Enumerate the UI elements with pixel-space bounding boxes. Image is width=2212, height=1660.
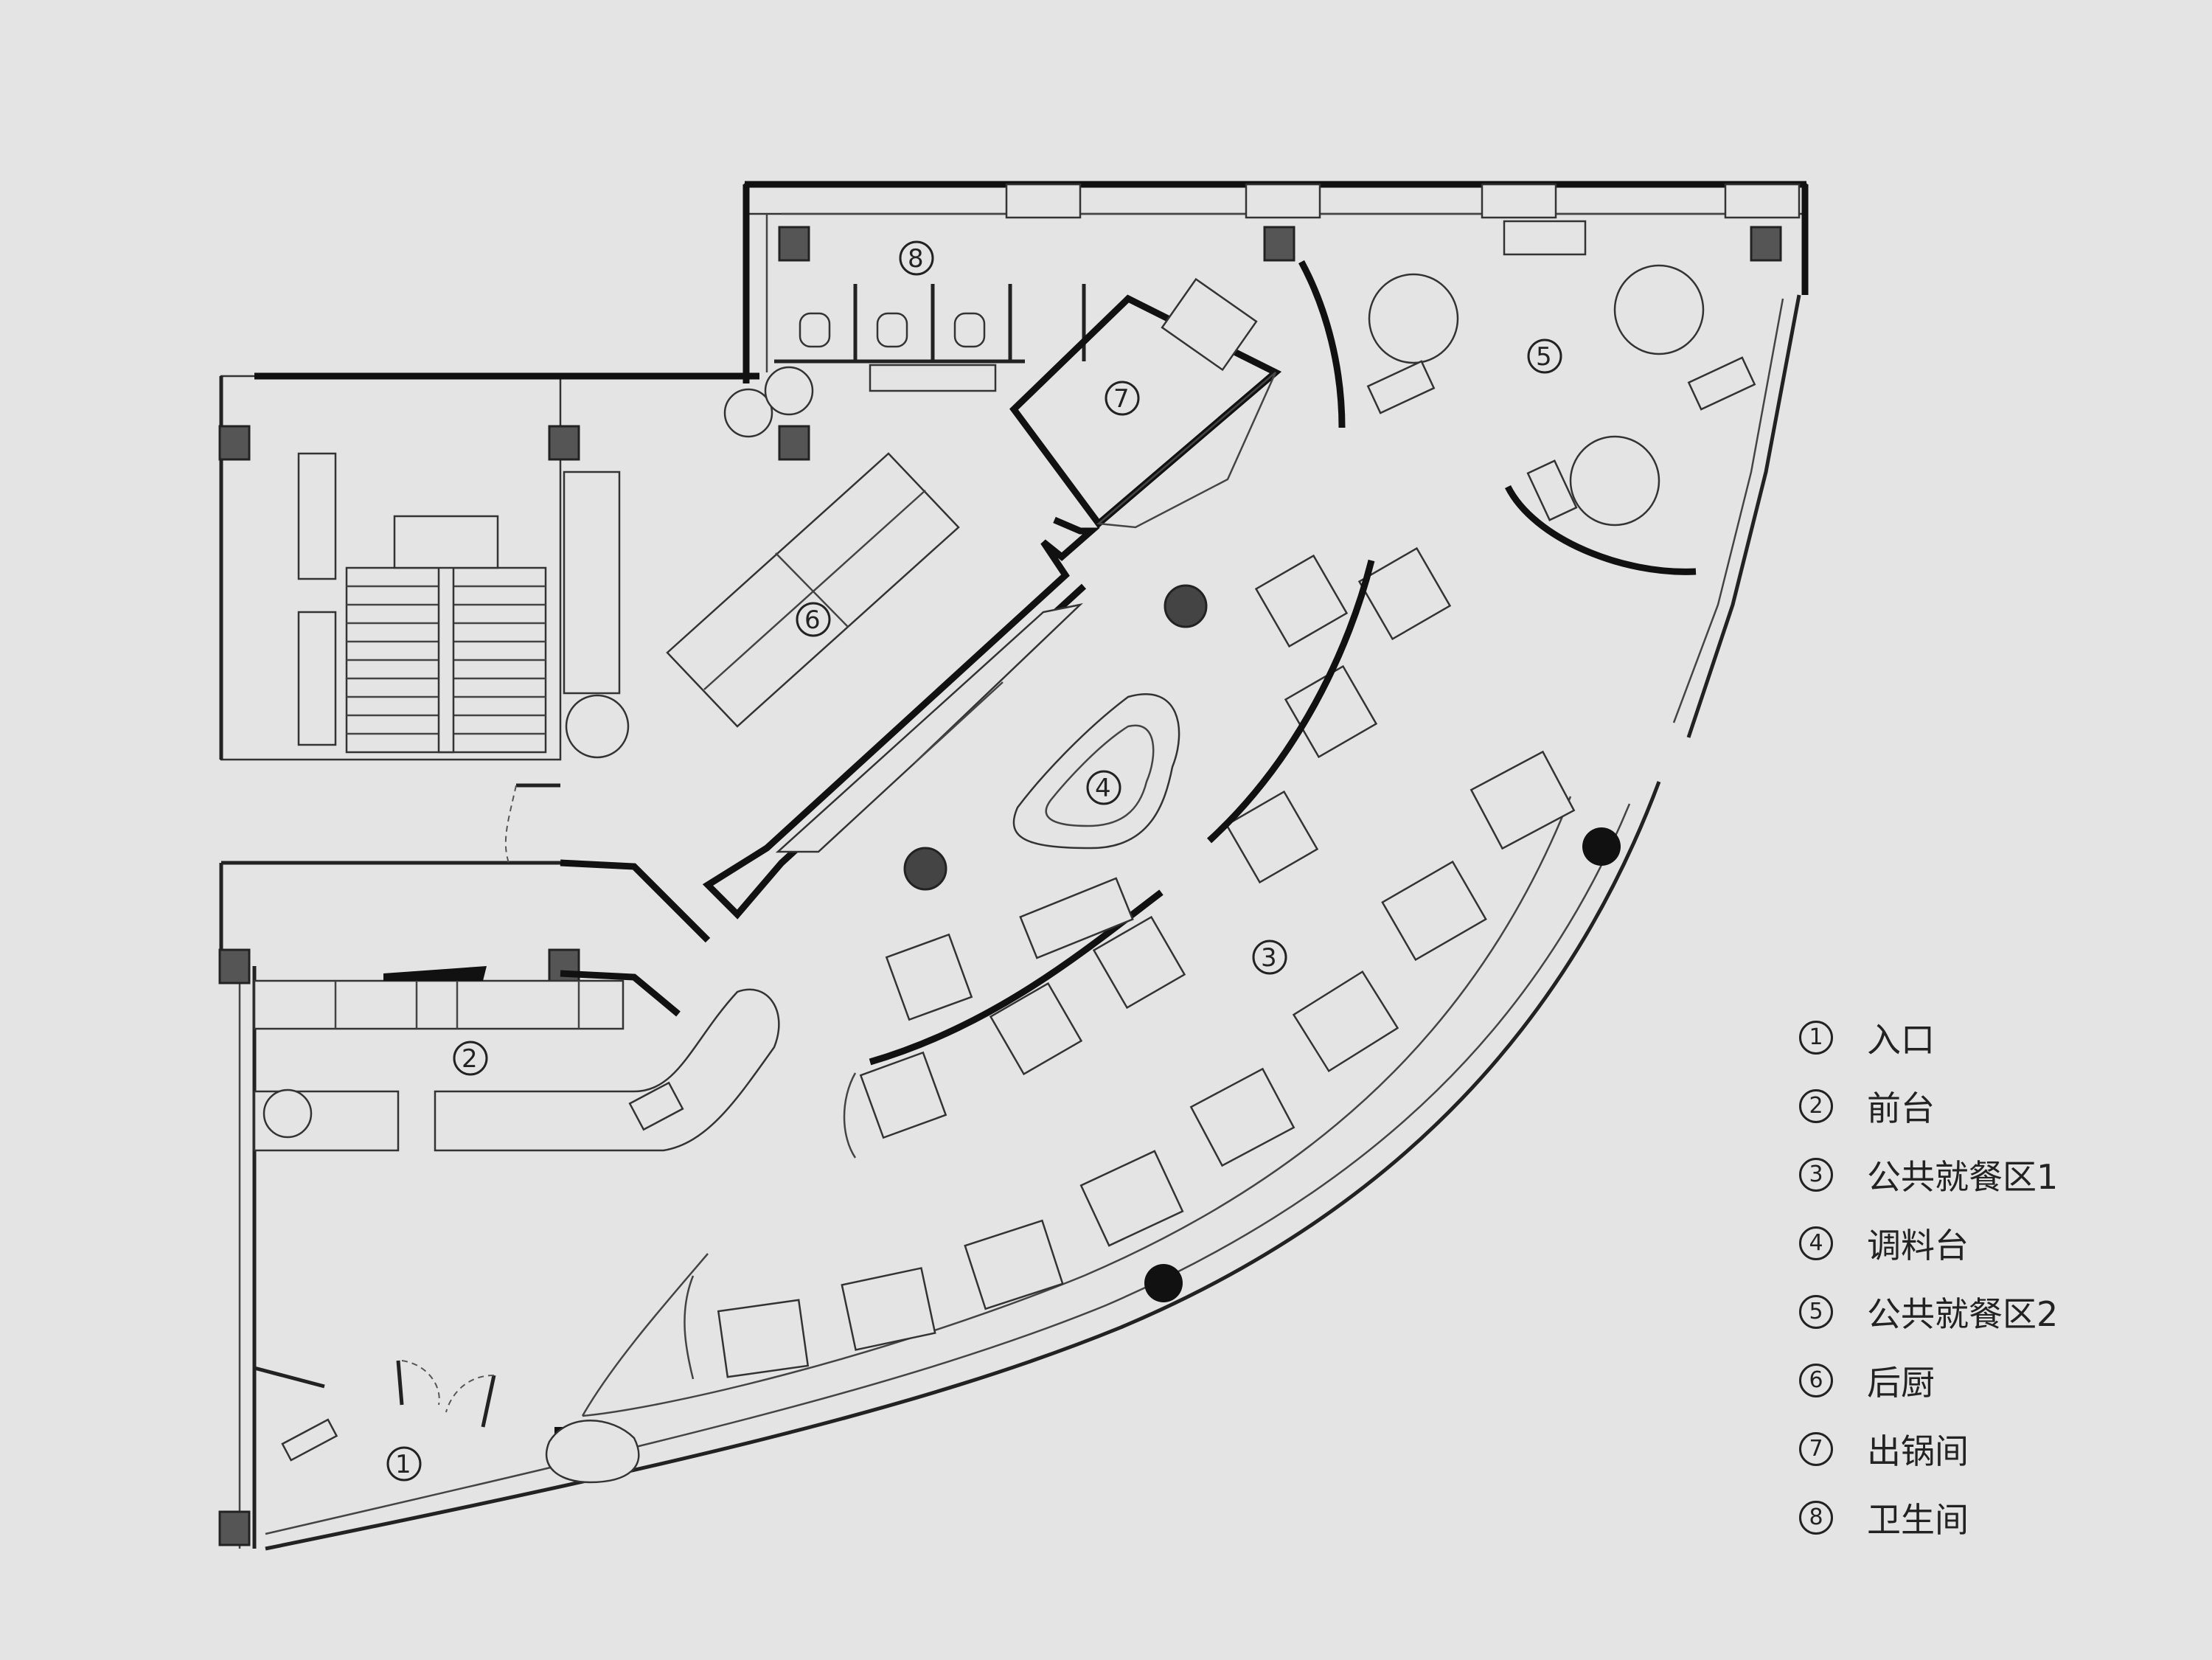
dining-zone-1-tables	[717, 546, 1576, 1378]
dining-zone-2-tables	[1366, 220, 1756, 527]
legend-number: 8	[1799, 1500, 1833, 1535]
legend-item: 6 后厨	[1799, 1346, 2183, 1414]
legend-item: 7 出锅间	[1799, 1414, 2183, 1483]
legend-label: 后厨	[1867, 1362, 1935, 1403]
legend-item: 3 公共就餐区1	[1799, 1140, 2183, 1209]
legend-number: 1	[1799, 1020, 1833, 1055]
legend-item: 1 入口	[1799, 1003, 2183, 1072]
legend-label: 出锅间	[1867, 1431, 1969, 1471]
staircase	[297, 452, 630, 759]
legend-number: 4	[1799, 1226, 1833, 1260]
dining-zone-1-partitions	[843, 559, 1375, 1159]
legend-label: 入口	[1867, 1019, 1935, 1060]
zone-marker-8: 8	[899, 240, 934, 276]
legend-item: 4 调料台	[1799, 1209, 2183, 1277]
zone-marker-5: 5	[1527, 338, 1562, 374]
zone-marker-2: 2	[453, 1041, 488, 1076]
svg-text:2: 2	[462, 1044, 478, 1074]
zone-marker-7: 7	[1105, 381, 1140, 416]
legend-number: 7	[1799, 1431, 1833, 1466]
legend-number: 6	[1799, 1363, 1833, 1397]
serving-room	[1009, 277, 1282, 529]
svg-text:5: 5	[1536, 342, 1552, 372]
zone-marker-4: 4	[1086, 770, 1121, 805]
legend-item: 2 前台	[1799, 1072, 2183, 1140]
zone-legend: 1 入口 2 前台 3 公共就餐区1 4 调料台 5 公共就餐区2 6 后厨 7…	[1799, 1003, 2183, 1552]
svg-text:6: 6	[804, 605, 821, 635]
dining-zone-2-partitions	[1298, 260, 1697, 575]
reception	[253, 966, 780, 1152]
condiment-station	[1012, 693, 1180, 850]
zone-marker-3: 3	[1252, 940, 1287, 975]
legend-number: 2	[1799, 1088, 1833, 1123]
entrance	[254, 783, 709, 1484]
zone-marker-1: 1	[386, 1446, 422, 1482]
legend-label: 前台	[1867, 1088, 1935, 1128]
legend-item: 8 卫生间	[1799, 1483, 2183, 1552]
legend-number: 5	[1799, 1294, 1833, 1329]
zone-marker-6: 6	[796, 602, 831, 637]
kitchen	[560, 452, 1100, 1017]
legend-label: 卫生间	[1867, 1499, 1969, 1540]
legend-label: 调料台	[1867, 1225, 1969, 1265]
legend-item: 5 公共就餐区2	[1799, 1277, 2183, 1346]
svg-text:4: 4	[1095, 774, 1111, 803]
exterior-walls	[219, 181, 1809, 1551]
svg-text:8: 8	[908, 244, 924, 274]
legend-label: 公共就餐区2	[1867, 1293, 2059, 1334]
svg-text:3: 3	[1261, 943, 1277, 973]
legend-label: 公共就餐区1	[1867, 1156, 2059, 1197]
svg-text:1: 1	[395, 1450, 411, 1479]
svg-text:7: 7	[1113, 384, 1130, 414]
restroom	[723, 284, 1086, 438]
legend-number: 3	[1799, 1157, 1833, 1192]
